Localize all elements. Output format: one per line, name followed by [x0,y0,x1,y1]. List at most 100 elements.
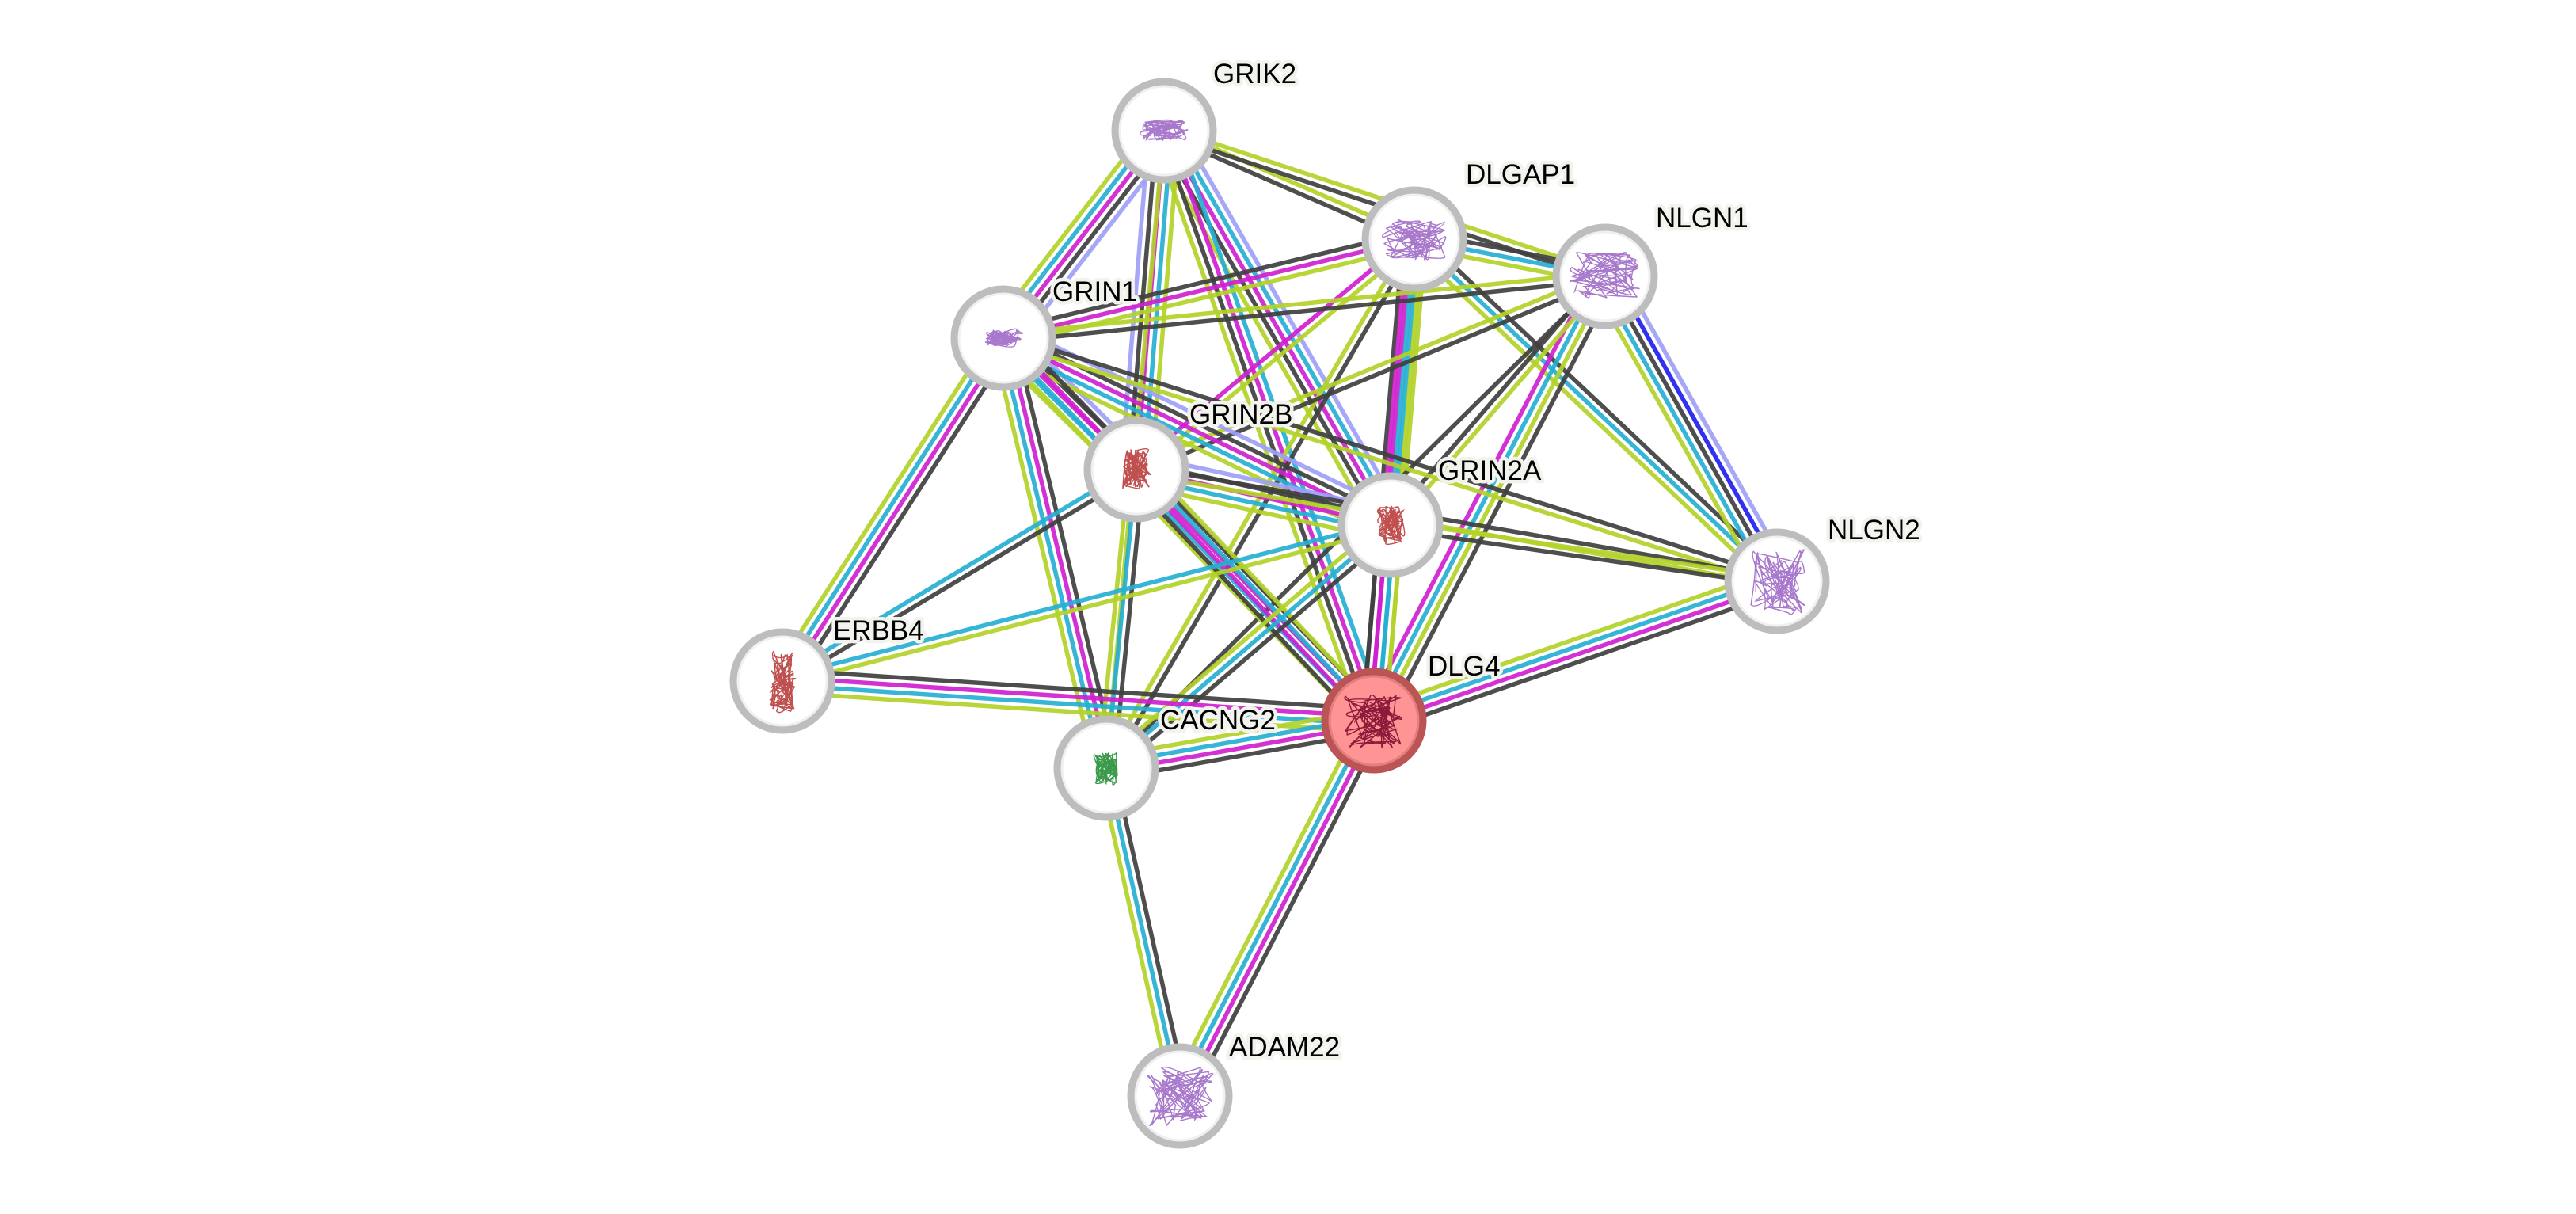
edge-line-textmining [1369,568,1775,713]
node-label-cacng2: CACNG2 [1160,705,1276,736]
edge-nlgn1-grin1[interactable] [1003,270,1606,344]
edge-line-textmining [771,330,996,676]
edge-grin1-erbb4[interactable] [771,330,1015,689]
edge-line-textmining [1001,339,1777,588]
edge-line-homology [1175,122,1406,519]
edge-line-coexpression [1376,589,1782,734]
bubble-inner-shade [736,635,828,727]
node-label-grin2a: GRIN2A [1438,455,1542,486]
node-label-grin1: GRIN1 [1052,276,1137,307]
protein-structure-icon [1093,752,1118,786]
edge-line-textmining [1151,133,1366,725]
protein-structure-icon [1750,549,1806,615]
edge-line-experimental [1132,470,1373,725]
node-nlgn1[interactable] [1552,223,1658,329]
edge-line-experimental [1162,129,1393,527]
edge-grin2b-erbb4[interactable] [779,464,1140,687]
protein-structure-icon [1139,119,1189,142]
edge-dlg4-nlgn2[interactable] [1369,568,1782,734]
protein-structure-icon [1147,1067,1214,1127]
edge-line-curated_database [777,334,1003,680]
edge-line-curated_database [1368,273,1604,721]
edge-line-coexpression [1603,275,1779,583]
protein-structure-icon [984,328,1023,348]
edge-line-textmining [1391,519,1779,580]
edge-line-experimental [782,675,1375,720]
edge-line-curated_database [1105,523,1392,771]
edge-line-textmining [1375,276,1611,724]
protein-bubble[interactable] [1724,528,1830,634]
node-nlgn2[interactable] [1724,528,1830,634]
edge-line-textmining [1407,242,1774,588]
edge-line-experimental [1165,128,1380,721]
edge-line-textmining [1003,270,1605,337]
node-label-dlgap1: DLGAP1 [1466,159,1575,190]
edge-line-coexpression [1001,230,1414,333]
edge-line-textmining [782,526,1392,687]
edge-grin2a-erbb4[interactable] [781,519,1392,687]
edge-line-coexpression [1003,277,1606,344]
edge-line-curated_database [782,682,1374,727]
node-grin2a[interactable] [1337,472,1444,578]
edge-line-curated_database [1137,465,1379,720]
edge-line-coexpression [1003,332,1779,580]
edge-line-coexpression [783,470,1140,687]
edge-line-curated_database [1174,717,1373,1096]
protein-bubble[interactable] [1552,223,1658,329]
edge-line-coexpression [1389,526,1777,588]
node-label-grin2b: GRIN2B [1189,399,1292,430]
protein-structure-icon [1122,447,1151,489]
edge-grin1-nlgn2[interactable] [1001,332,1779,588]
edge-line-coexpression [790,343,1015,689]
edge-line-coexpression [1136,463,1779,580]
edge-line-curated_database [1413,237,1779,584]
labels-layer: GRIK2DLGAP1NLGN1GRIN1GRIN2BGRIN2ANLGN2ER… [830,55,1924,1067]
bubble-inner-shade [1328,675,1420,767]
node-dlg4[interactable] [1321,668,1427,774]
protein-structure-icon [1344,694,1403,749]
node-grin2b[interactable] [1083,417,1189,523]
edge-line-textmining [1149,137,1379,534]
bubble-inner-shade [1559,230,1651,322]
bubble-inner-shade [1060,722,1152,814]
edge-line-curated_database [1596,279,1773,587]
edge-dlg4-adam22[interactable] [1167,714,1387,1102]
edge-dlgap1-nlgn2[interactable] [1407,232,1784,588]
edge-cacng2-adam22[interactable] [1097,766,1189,1098]
edge-line-experimental [1374,582,1779,727]
node-erbb4[interactable] [729,628,835,734]
node-label-nlgn1: NLGN1 [1656,203,1748,234]
edge-line-coexpression [1012,335,1120,767]
edge-grin2a-nlgn2[interactable] [1389,519,1779,588]
bubble-inner-shade [1090,424,1182,516]
node-dlgap1[interactable] [1361,186,1467,292]
bubble-inner-shade [1345,479,1436,571]
edge-line-curated_database [1104,767,1182,1097]
edge-line-curated_database [779,464,1136,680]
protein-structure-icon [769,650,797,714]
node-label-grik2: GRIK2 [1213,59,1296,89]
edge-line-coexpression [1126,475,1368,730]
edge-line-coexpression [1155,133,1387,531]
node-cacng2[interactable] [1053,715,1159,821]
edge-line-textmining [1134,271,1605,469]
node-label-dlg4: DLG4 [1428,651,1500,682]
nodes-layer [729,78,1830,1149]
edge-line-coexpression [1158,131,1373,723]
bubble-inner-shade [1134,1050,1226,1142]
node-label-adam22: ADAM22 [1229,1032,1340,1063]
edge-line-coexpression [1109,529,1397,776]
edge-line-coexpression [1188,725,1387,1102]
bubble-inner-shade [1368,193,1460,285]
edge-grin2a-cacng2[interactable] [1100,517,1397,776]
node-grik2[interactable] [1111,78,1217,184]
edge-grin2b-dlg4[interactable] [1126,460,1384,730]
node-adam22[interactable] [1127,1043,1233,1149]
edge-line-textmining [1097,769,1175,1098]
edge-line-cooccurrence [1609,271,1786,579]
edge-nlgn1-nlgn2[interactable] [1590,268,1792,590]
edge-line-textmining [1590,282,1766,590]
edge-line-textmining [1100,517,1387,764]
edge-line-coexpression [1417,232,1784,578]
node-grin1[interactable] [950,285,1056,391]
